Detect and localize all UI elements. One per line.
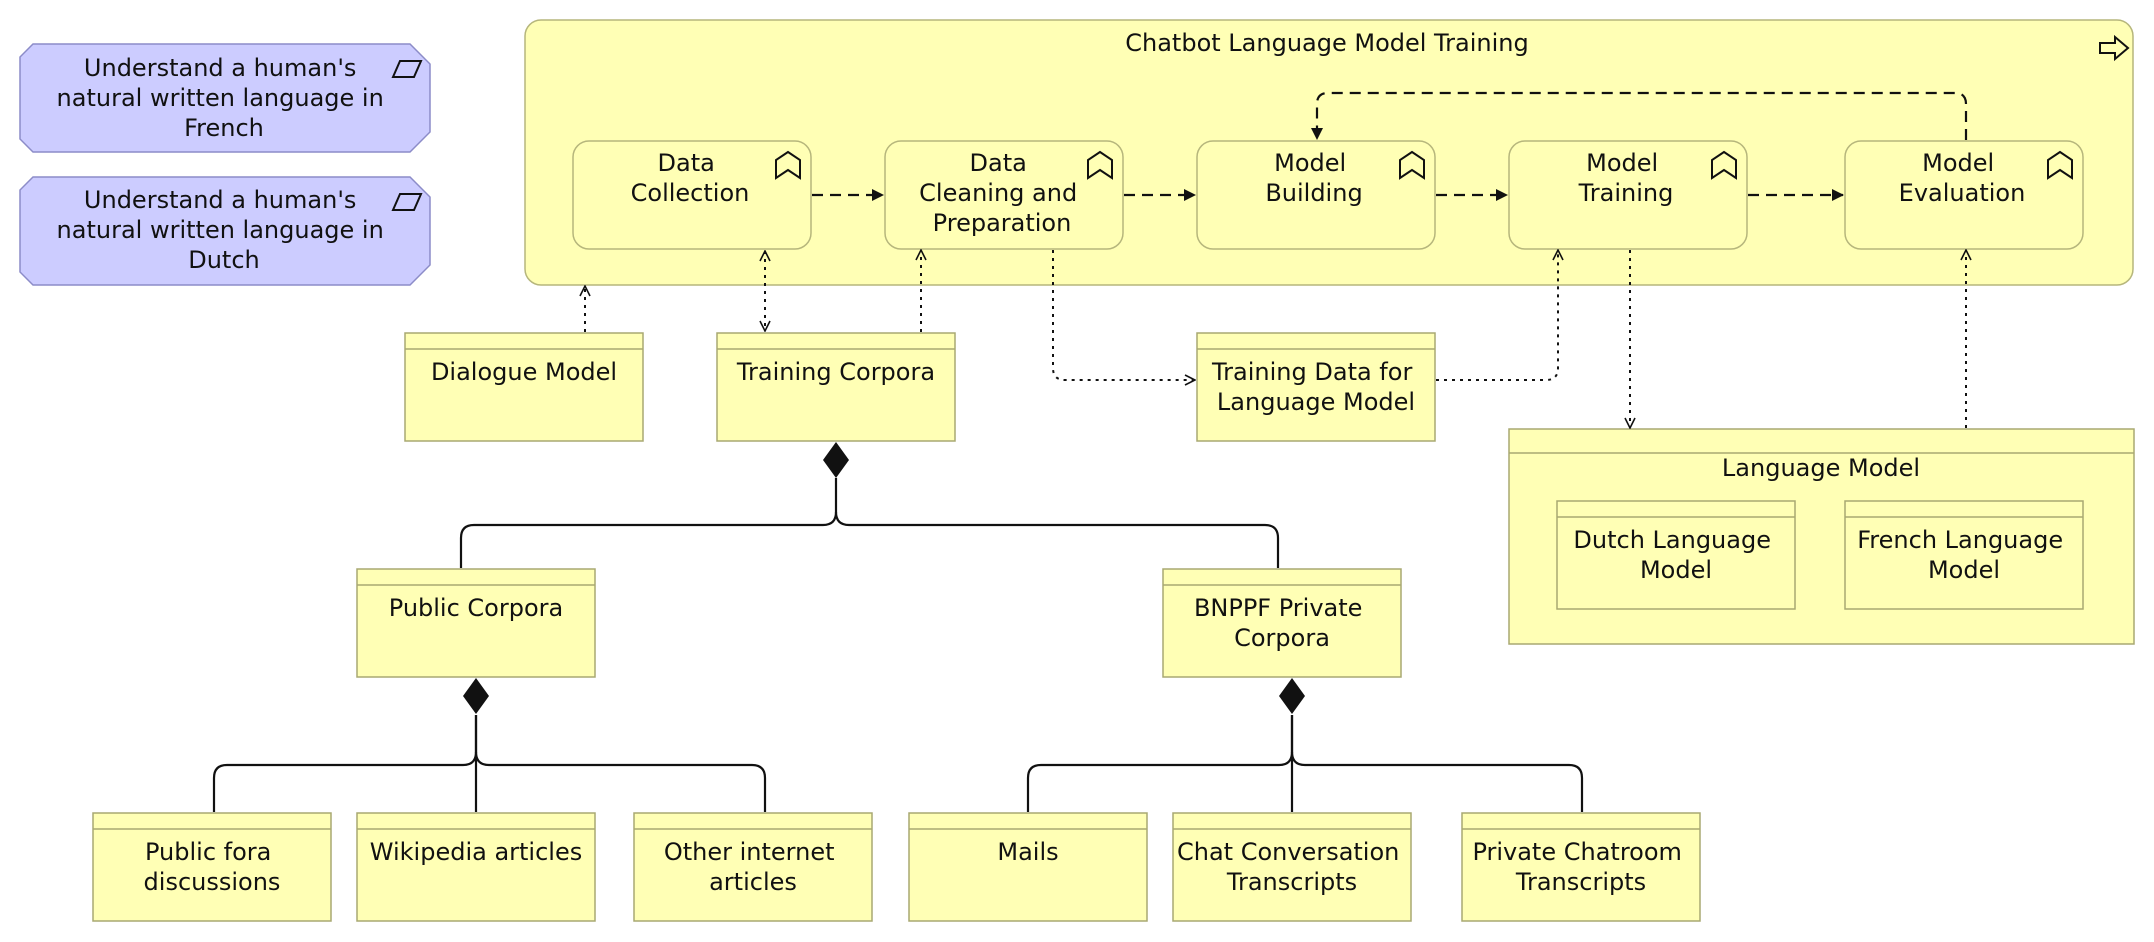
- object-label: Mails: [997, 838, 1058, 866]
- goal-french-language[interactable]: Understand a human's natural written lan…: [19, 43, 431, 153]
- process-model-training[interactable]: Model Training: [1508, 140, 1748, 250]
- process-chevron-icon: [775, 150, 801, 180]
- access-cleaning-to-training-data: [1052, 250, 1195, 380]
- process-chevron-icon: [1087, 150, 1113, 180]
- goal-dutch-label: Understand a human's natural written lan…: [57, 186, 392, 274]
- object-label: Training Corpora: [736, 358, 935, 386]
- flow-evaluation-to-building: [1311, 91, 1968, 140]
- object-label: Training Data for Language Model: [1211, 358, 1420, 416]
- object-label: Wikipedia articles: [370, 838, 582, 866]
- object-label: Dialogue Model: [431, 358, 617, 386]
- composition-diamond-icon: [463, 678, 489, 714]
- process-label: Data Cleaning and Preparation: [919, 149, 1085, 237]
- process-group-title: Chatbot Language Model Training: [1125, 29, 1529, 57]
- object-public-corpora[interactable]: Public Corpora: [356, 568, 596, 678]
- process-model-evaluation[interactable]: Model Evaluation: [1844, 140, 2084, 250]
- object-chat-conversation-transcripts[interactable]: Chat Conversation Transcripts: [1172, 812, 1412, 922]
- object-mails[interactable]: Mails: [908, 812, 1148, 922]
- process-data-cleaning[interactable]: Data Cleaning and Preparation: [884, 140, 1124, 250]
- object-label: Public fora discussions: [144, 838, 281, 896]
- composition-diamond-icon: [1279, 678, 1305, 714]
- parallelogram-icon: [391, 60, 423, 78]
- object-label: Other internet articles: [664, 838, 842, 896]
- object-dutch-language-model[interactable]: Dutch Language Model: [1556, 500, 1796, 610]
- goal-dutch-language[interactable]: Understand a human's natural written lan…: [19, 176, 431, 286]
- object-wikipedia-articles[interactable]: Wikipedia articles: [356, 812, 596, 922]
- process-model-building[interactable]: Model Building: [1196, 140, 1436, 250]
- object-training-data[interactable]: Training Data for Language Model: [1196, 332, 1436, 442]
- composition-public-corpora: [212, 678, 767, 812]
- object-bnppf-private-corpora[interactable]: BNPPF Private Corpora: [1162, 568, 1402, 678]
- parallelogram-icon: [391, 193, 423, 211]
- process-label: Model Building: [1265, 149, 1362, 207]
- object-label: French Language Model: [1857, 526, 2071, 584]
- process-label: Data Collection: [631, 149, 750, 207]
- object-label: Private Chatroom Transcripts: [1472, 838, 1689, 896]
- object-label: Dutch Language Model: [1573, 526, 1778, 584]
- object-label: BNPPF Private Corpora: [1194, 594, 1370, 652]
- object-training-corpora[interactable]: Training Corpora: [716, 332, 956, 442]
- object-private-chatroom-transcripts[interactable]: Private Chatroom Transcripts: [1461, 812, 1701, 922]
- object-dialogue-model[interactable]: Dialogue Model: [404, 332, 644, 442]
- process-label: Model Training: [1578, 149, 1674, 207]
- object-label: Public Corpora: [389, 594, 563, 622]
- process-label: Model Evaluation: [1899, 149, 2026, 207]
- arrow-right-icon: [2099, 34, 2130, 62]
- object-french-language-model[interactable]: French Language Model: [1844, 500, 2084, 610]
- goal-french-label: Understand a human's natural written lan…: [57, 54, 392, 142]
- process-chevron-icon: [1711, 150, 1737, 180]
- access-training-data-to-training: [1436, 250, 1558, 381]
- object-other-internet-articles[interactable]: Other internet articles: [633, 812, 873, 922]
- process-data-collection[interactable]: Data Collection: [572, 140, 812, 250]
- composition-training-corpora: [459, 442, 1280, 568]
- composition-diamond-icon: [823, 442, 849, 478]
- process-chevron-icon: [2047, 150, 2073, 180]
- process-chevron-icon: [1399, 150, 1425, 180]
- object-label: Chat Conversation Transcripts: [1177, 838, 1407, 896]
- language-model-title: Language Model: [1722, 454, 1920, 482]
- composition-bnppf-corpora: [1026, 678, 1584, 812]
- object-public-fora[interactable]: Public fora discussions: [92, 812, 332, 922]
